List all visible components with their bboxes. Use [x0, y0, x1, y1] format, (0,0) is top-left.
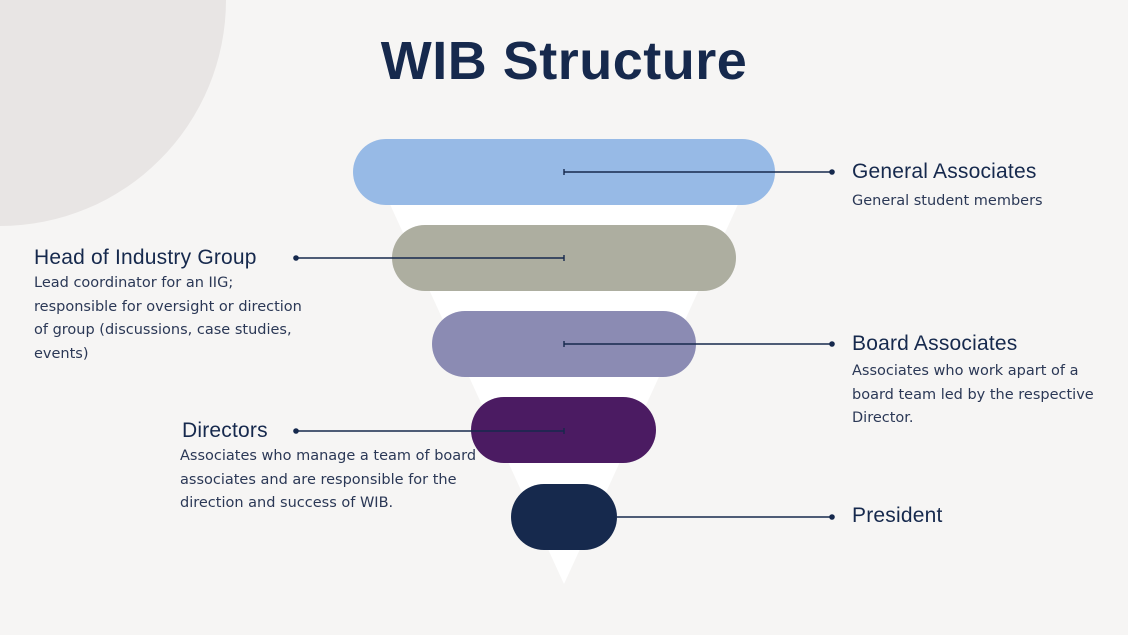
label-directors: Directors Associates who manage a team o… — [180, 419, 480, 516]
label-general-associates: General Associates General student membe… — [852, 160, 1043, 214]
tier-title: General Associates — [852, 160, 1037, 183]
funnel-triangle — [388, 200, 740, 584]
tier-title: Head of Industry Group — [34, 246, 257, 269]
connector-dot — [829, 341, 835, 347]
connector-dot — [829, 514, 835, 520]
page-title: WIB Structure — [380, 31, 748, 91]
tier-description: Lead coordinator for an IIG; responsible… — [34, 275, 302, 362]
label-president: President — [852, 504, 943, 528]
connector-dot — [293, 255, 299, 261]
label-board-associates: Board Associates Associates who work apa… — [852, 332, 1122, 431]
label-head-of-industry-group: Head of Industry Group Lead coordinator … — [34, 246, 314, 366]
tier-description: Associates who manage a team of board as… — [180, 448, 477, 511]
tier-title: President — [852, 504, 943, 527]
tier-description: Associates who work apart of a board tea… — [852, 363, 1094, 426]
tier-description: General student members — [852, 193, 1043, 209]
funnel-tier-president — [511, 484, 617, 550]
connector-dot — [829, 169, 835, 175]
tier-title: Directors — [182, 419, 268, 442]
tier-title: Board Associates — [852, 332, 1018, 355]
connector-dot — [293, 428, 299, 434]
